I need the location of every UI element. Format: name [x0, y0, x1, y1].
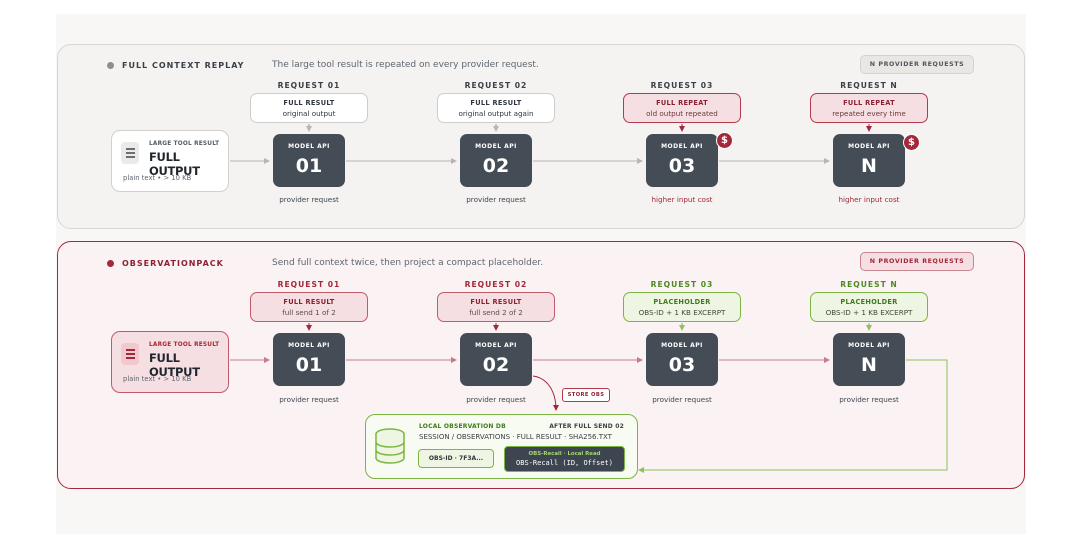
api-number: 01: [295, 354, 323, 376]
api-number: N: [861, 354, 877, 376]
api-number: 02: [482, 155, 510, 177]
note-subtitle: OBS-ID + 1 KB EXCERPT: [638, 307, 726, 317]
api-caption: higher input cost: [651, 195, 713, 204]
api-caption: provider request: [839, 395, 899, 404]
tool-result-card: LARGE TOOL RESULT FULL OUTPUT plain text…: [111, 331, 229, 393]
db-title: LOCAL OBSERVATION DB: [419, 423, 506, 430]
api-title: MODEL API: [661, 143, 703, 150]
recall-feedback-line: [638, 359, 948, 473]
api-number: 02: [482, 354, 510, 376]
request-note: FULL RESULT full send 2 of 2: [437, 292, 555, 322]
note-subtitle: original output: [282, 108, 336, 118]
store-arrow: [532, 375, 559, 411]
cost-dollar-icon: $: [716, 132, 733, 149]
api-title: MODEL API: [288, 342, 330, 349]
api-number: 03: [668, 155, 696, 177]
api-number: 03: [668, 354, 696, 376]
model-api-box: MODEL API N: [833, 333, 905, 386]
note-title: FULL RESULT: [470, 297, 522, 306]
request-label: REQUEST 01: [277, 81, 341, 90]
model-api-box: MODEL API 01: [273, 134, 345, 187]
model-api-box: MODEL API 01: [273, 333, 345, 386]
request-label: REQUEST N: [840, 280, 898, 289]
api-title: MODEL API: [848, 143, 890, 150]
document-lines-icon: [121, 142, 139, 164]
request-note: FULL REPEAT repeated every time: [810, 93, 928, 123]
tool-label: LARGE TOOL RESULT: [149, 342, 220, 348]
request-note: PLACEHOLDER OBS-ID + 1 KB EXCERPT: [810, 292, 928, 322]
api-caption: provider request: [652, 395, 712, 404]
note-title: PLACEHOLDER: [840, 297, 898, 306]
note-subtitle: repeated every time: [832, 108, 906, 118]
api-number: N: [861, 155, 877, 177]
request-note: FULL REPEAT old output repeated: [623, 93, 741, 123]
note-subtitle: OBS-ID + 1 KB EXCERPT: [825, 307, 913, 317]
note-title: PLACEHOLDER: [653, 297, 711, 306]
tool-size: plain text • > 10 KB: [123, 174, 192, 182]
tool-result-card: LARGE TOOL RESULT FULL OUTPUT plain text…: [111, 130, 229, 192]
note-subtitle: original output again: [458, 108, 534, 118]
request-label: REQUEST 02: [464, 81, 528, 90]
database-icon: [375, 428, 405, 464]
section-description: Send full context twice, then project a …: [272, 258, 544, 268]
note-subtitle: full send 1 of 2: [282, 307, 336, 317]
note-title: FULL RESULT: [283, 297, 335, 306]
section-title: FULL CONTEXT REPLAY: [122, 60, 245, 70]
provider-requests-badge: N PROVIDER REQUESTS: [860, 252, 974, 271]
request-label: REQUEST 03: [650, 280, 714, 289]
api-caption: provider request: [279, 395, 339, 404]
api-title: MODEL API: [475, 342, 517, 349]
cost-dollar-icon: $: [903, 134, 920, 151]
section-title: OBSERVATIONPACK: [122, 258, 224, 268]
note-subtitle: old output repeated: [646, 108, 718, 118]
recall-title: OBS-Recall · Local Read: [528, 451, 601, 457]
model-api-box: MODEL API 03: [646, 134, 718, 187]
api-title: MODEL API: [475, 143, 517, 150]
note-title: FULL RESULT: [470, 98, 522, 107]
db-path: SESSION / OBSERVATIONS · FULL RESULT · S…: [419, 433, 612, 441]
request-label: REQUEST 03: [650, 81, 714, 90]
api-caption: provider request: [279, 195, 339, 204]
request-label: REQUEST 01: [277, 280, 341, 289]
local-observation-db-card: LOCAL OBSERVATION DB AFTER FULL SEND 02 …: [365, 414, 638, 479]
tool-headline: FULL OUTPUT: [149, 150, 200, 178]
note-title: FULL REPEAT: [656, 98, 708, 107]
model-api-box: MODEL API 02: [460, 134, 532, 187]
section-description: The large tool result is repeated on eve…: [272, 60, 539, 70]
red-dot-icon: [107, 259, 114, 267]
api-caption: higher input cost: [838, 195, 900, 204]
model-api-box: MODEL API N: [833, 134, 905, 187]
tool-label: LARGE TOOL RESULT: [149, 141, 220, 147]
gray-dot-icon: [107, 61, 114, 69]
section-header-replay: FULL CONTEXT REPLAY The large tool resul…: [107, 60, 539, 70]
request-note: FULL RESULT full send 1 of 2: [250, 292, 368, 322]
tool-size: plain text • > 10 KB: [123, 375, 192, 383]
note-title: FULL RESULT: [283, 98, 335, 107]
recall-call: OBS-Recall (ID, Offset): [516, 459, 613, 467]
request-note: PLACEHOLDER OBS-ID + 1 KB EXCERPT: [623, 292, 741, 322]
request-note: FULL RESULT original output: [250, 93, 368, 123]
model-api-box: MODEL API 02: [460, 333, 532, 386]
section-header-observationpack: OBSERVATIONPACK Send full context twice,…: [107, 258, 543, 268]
obs-recall-box: OBS-Recall · Local Read OBS-Recall (ID, …: [504, 446, 625, 472]
provider-requests-badge: N PROVIDER REQUESTS: [860, 55, 974, 74]
tool-headline: FULL OUTPUT: [149, 351, 200, 379]
note-title: FULL REPEAT: [843, 98, 895, 107]
model-api-box: MODEL API 03: [646, 333, 718, 386]
api-number: 01: [295, 155, 323, 177]
api-caption: provider request: [466, 195, 526, 204]
api-caption: provider request: [466, 395, 526, 404]
api-title: MODEL API: [661, 342, 703, 349]
request-label: REQUEST 02: [464, 280, 528, 289]
note-subtitle: full send 2 of 2: [469, 307, 523, 317]
obs-id-chip: OBS-ID · 7F3A...: [418, 449, 494, 468]
db-after-label: AFTER FULL SEND 02: [549, 423, 624, 430]
api-title: MODEL API: [848, 342, 890, 349]
request-note: FULL RESULT original output again: [437, 93, 555, 123]
request-label: REQUEST N: [840, 81, 898, 90]
api-title: MODEL API: [288, 143, 330, 150]
store-obs-tag: STORE OBS: [562, 388, 610, 402]
document-lines-icon: [121, 343, 139, 365]
